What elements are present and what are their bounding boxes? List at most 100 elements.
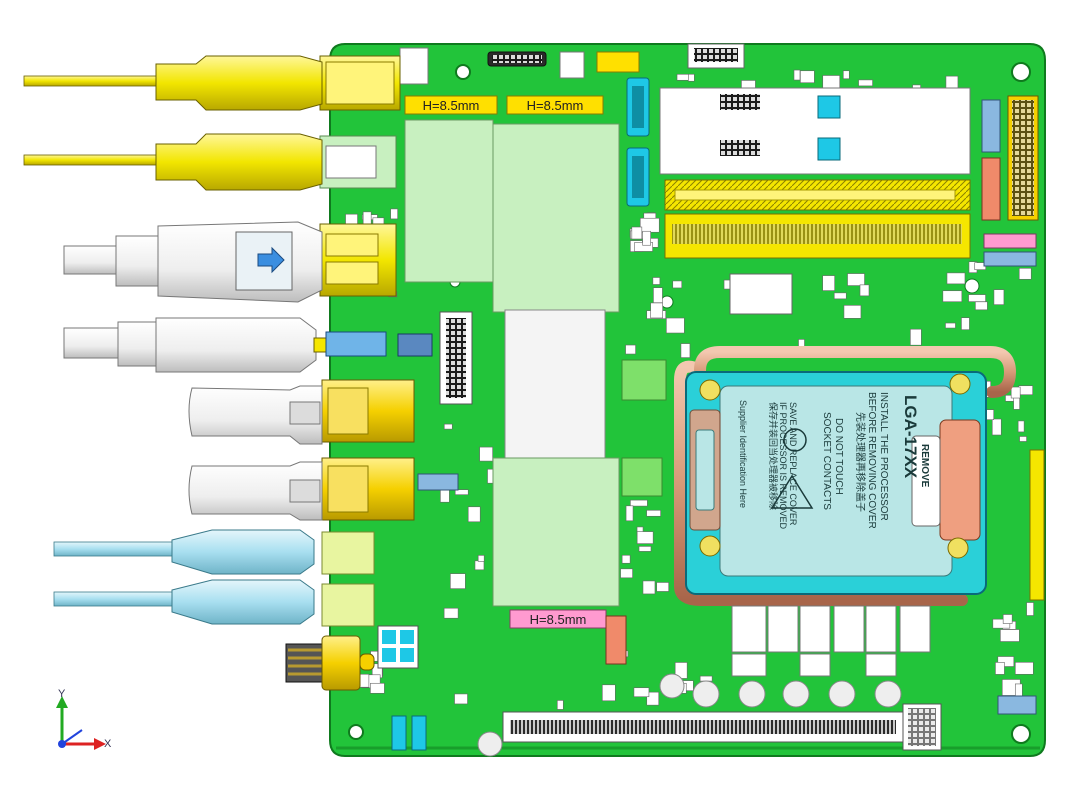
top-connectors xyxy=(399,43,745,85)
no-touch-icon xyxy=(783,428,807,452)
smd-part xyxy=(653,287,663,304)
smd-part xyxy=(639,217,660,233)
smd-components xyxy=(343,69,1034,710)
smd-part xyxy=(625,505,634,522)
smd-part xyxy=(1017,420,1025,433)
smd-part xyxy=(646,691,660,706)
m2-card-middle: H=8.5mm xyxy=(492,309,620,629)
smd-part xyxy=(1000,629,1020,642)
smd-part xyxy=(656,582,670,592)
smd-part xyxy=(601,684,616,702)
smd-part xyxy=(450,573,466,589)
white-plug-cable xyxy=(63,317,433,373)
rj45-port-2 xyxy=(321,457,415,521)
smd-part xyxy=(793,69,801,81)
smd-part xyxy=(910,328,922,346)
smd-part xyxy=(636,531,654,544)
socket-cover-text: LGA-17XX INSTALL THE PROCESSOR BEFORE RE… xyxy=(738,392,930,530)
vrm-inductors xyxy=(731,605,931,677)
smd-part xyxy=(650,302,663,319)
smd-part xyxy=(454,489,469,496)
smd-part xyxy=(620,568,633,579)
smd-part xyxy=(474,560,485,571)
socket-title: LGA-17XX xyxy=(901,395,920,479)
rj45-port-1 xyxy=(321,379,415,443)
smd-part xyxy=(822,275,835,291)
smd-part xyxy=(443,423,453,430)
smd-part xyxy=(800,70,815,84)
smd-part xyxy=(842,70,850,80)
mounting-holes xyxy=(348,62,1031,744)
audio-cable-1 xyxy=(53,529,315,575)
rj45-cable-1 xyxy=(188,385,323,445)
smd-part xyxy=(467,506,481,523)
usb-port-second xyxy=(319,135,397,189)
smd-part xyxy=(968,294,986,302)
smd-part xyxy=(646,509,661,517)
smd-part xyxy=(961,317,970,331)
usb-port-third xyxy=(319,223,397,297)
warning-icon xyxy=(770,474,814,509)
socket-line-1: INSTALL THE PROCESSOR xyxy=(878,392,889,521)
socket-line-6: SAVE AND REPLACE COVER xyxy=(788,402,798,526)
smd-part xyxy=(443,607,459,619)
smd-part xyxy=(1018,267,1032,280)
m2-height-label-1: H=8.5mm xyxy=(423,98,480,113)
smd-part xyxy=(1018,385,1033,396)
smd-part xyxy=(997,656,1015,667)
smd-part xyxy=(621,554,631,564)
usb-cable-1 xyxy=(23,55,323,111)
smd-part xyxy=(822,75,841,90)
pcie-slot xyxy=(502,703,942,751)
m2-height-label-3: H=8.5mm xyxy=(530,612,587,627)
m2-card-right: H=8.5mm xyxy=(492,95,620,313)
smd-part xyxy=(631,226,643,240)
misc-colored-components xyxy=(377,273,793,751)
socket-supplier-text: Supplier Identification Here xyxy=(738,400,748,508)
smd-part xyxy=(556,700,564,710)
axis-triad: Y X xyxy=(56,688,112,750)
axis-y-label: Y xyxy=(58,688,66,700)
smd-part xyxy=(843,305,862,319)
socket-line-3: 先装处理器再移除盖子 xyxy=(854,412,867,512)
smd-part xyxy=(1014,683,1023,698)
smd-part xyxy=(666,317,685,334)
smd-part xyxy=(688,73,695,82)
smd-part xyxy=(680,343,691,358)
smd-part xyxy=(833,292,847,300)
smd-part xyxy=(945,75,959,90)
smd-part xyxy=(942,290,963,303)
smd-part xyxy=(946,272,966,285)
axis-x-label: X xyxy=(104,738,112,750)
smd-part xyxy=(642,580,656,595)
right-headers xyxy=(981,95,1045,715)
smd-part xyxy=(479,446,493,462)
smd-part xyxy=(699,675,713,682)
capacitors xyxy=(477,673,902,757)
socket-line-8: 保存并装回当处理器被移除 xyxy=(768,402,779,510)
sata-connectors xyxy=(626,77,650,207)
smd-part xyxy=(858,79,873,87)
smd-part xyxy=(991,418,1002,436)
smd-part xyxy=(630,499,648,507)
smd-part xyxy=(625,344,636,355)
socket-line-4: DO NOT TOUCH xyxy=(833,418,844,495)
smd-part xyxy=(638,546,652,552)
smd-part xyxy=(995,662,1005,675)
smd-part xyxy=(390,208,398,220)
audio-cable-2 xyxy=(53,579,315,625)
smd-part xyxy=(1026,602,1034,616)
usb-cable-2 xyxy=(23,133,323,191)
m2-card-left: H=8.5mm xyxy=(404,95,498,283)
usb-port-top xyxy=(319,55,401,111)
socket-line-7: IF PROCESSOR IS REMOVED xyxy=(778,402,788,530)
smd-part xyxy=(1014,661,1034,675)
arrow-right-icon xyxy=(257,246,285,274)
smd-part xyxy=(993,289,1005,305)
socket-line-5: SOCKET CONTACTS xyxy=(821,412,832,510)
smd-part xyxy=(1010,386,1021,399)
smd-part xyxy=(652,277,661,285)
smd-part xyxy=(1019,436,1027,442)
